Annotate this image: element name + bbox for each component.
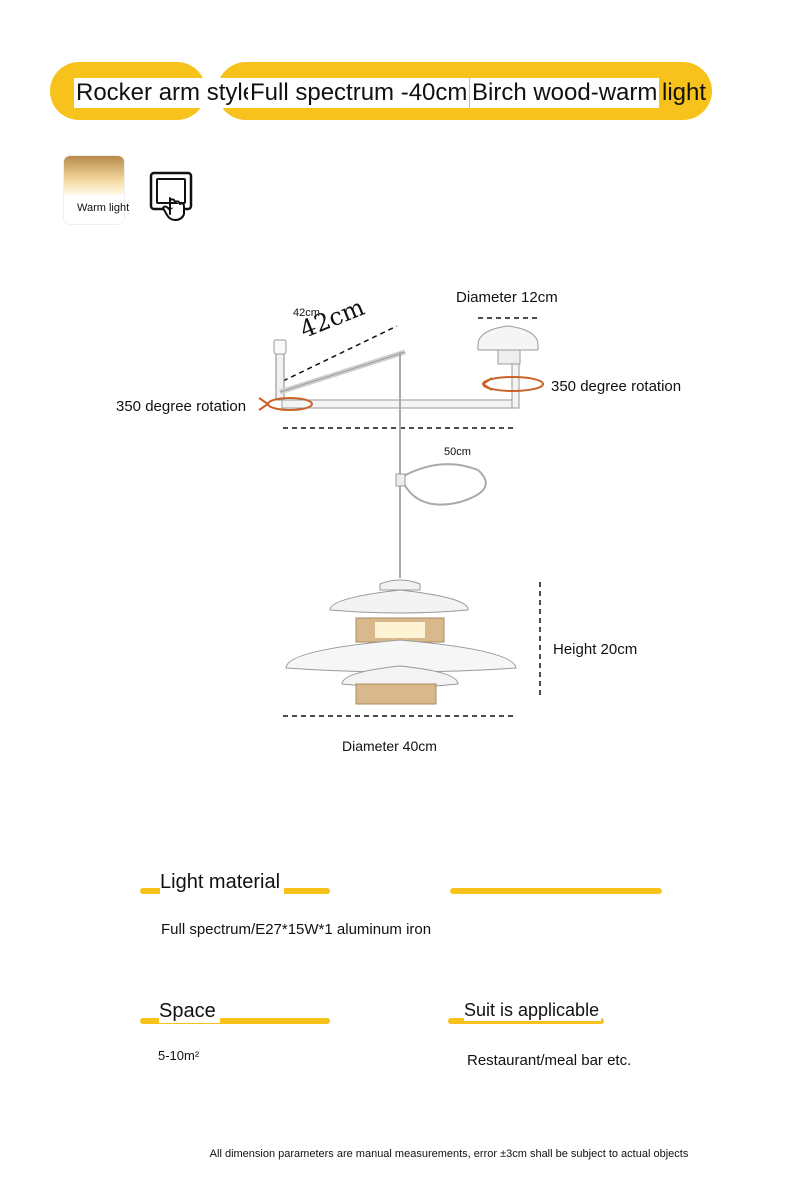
arm-span-label: 50cm: [444, 446, 471, 458]
tag-light-label: light: [662, 79, 707, 106]
suit-underline: [448, 1018, 604, 1024]
rotation-left-label: 350 degree rotation: [116, 398, 247, 415]
suit-title: Suit is applicable: [464, 1000, 602, 1021]
warm-light-label: Warm light: [77, 202, 130, 214]
space-value: 5-10m²: [158, 1048, 200, 1063]
canopy-diameter-label: Diameter 12cm: [456, 289, 558, 306]
shade-diameter-label: Diameter 40cm: [342, 738, 437, 754]
rotation-right-label: 350 degree rotation: [551, 378, 682, 395]
tag-birch-label: Birch wood-warm: [470, 78, 660, 108]
space-title: Space: [159, 1000, 220, 1023]
tag-rocker-label: Rocker arm style: [74, 78, 259, 108]
material-underline-right: [450, 888, 662, 894]
suit-value: Restaurant/meal bar etc.: [467, 1052, 632, 1069]
dimension-footnote: All dimension parameters are manual meas…: [209, 1148, 689, 1160]
lamp-diagram: [258, 317, 544, 717]
arm-length-small-label: 42cm: [293, 307, 320, 319]
space-underline: [140, 1018, 330, 1024]
shade-height-label: Height 20cm: [553, 641, 638, 658]
material-value: Full spectrum/E27*15W*1 aluminum iron: [161, 921, 432, 938]
touch-switch-icon[interactable]: [148, 170, 196, 222]
tag-spectrum-label: Full spectrum -40cm: [248, 78, 470, 108]
warm-light-swatch[interactable]: [64, 156, 124, 224]
material-title: Light material: [160, 871, 285, 894]
